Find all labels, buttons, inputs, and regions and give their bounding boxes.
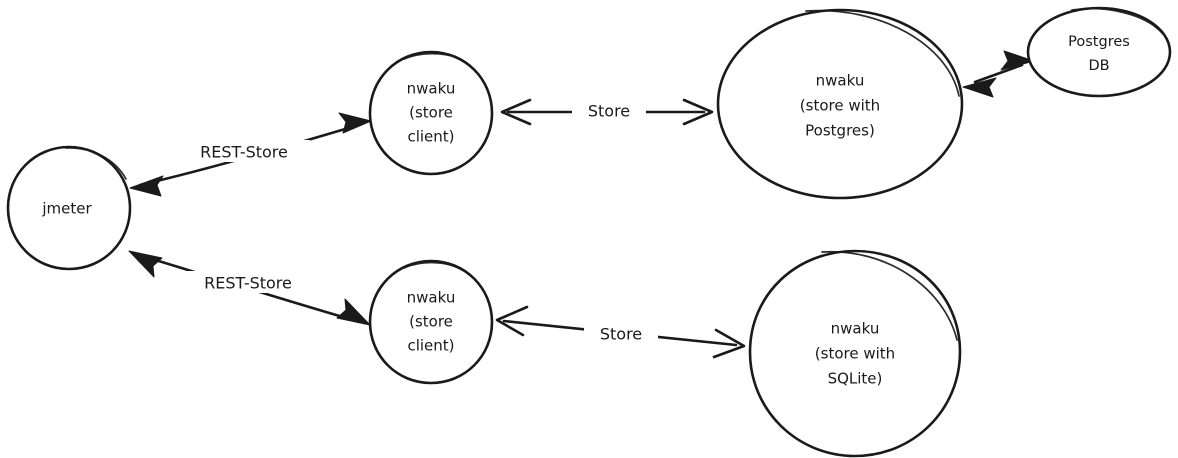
node-shape-overdraw <box>403 261 463 271</box>
arrow-head-end <box>338 112 372 134</box>
node-label-line2: (store with <box>815 345 895 363</box>
node-store-client-bottom[interactable]: nwaku (store client) <box>368 259 494 385</box>
edge-line <box>973 63 1024 84</box>
node-label-line2: (store with <box>800 97 880 115</box>
node-store-client-top[interactable]: nwaku (store client) <box>368 50 494 176</box>
arrow-head-end <box>712 328 746 359</box>
node-label-line1: nwaku <box>831 320 880 338</box>
edge-jmeter-to-store-client-bottom: REST-Store <box>128 250 371 326</box>
node-jmeter[interactable]: jmeter <box>6 145 132 271</box>
arrow-head-start <box>129 175 164 197</box>
arrow-head-end <box>336 298 371 326</box>
node-nwaku-postgres[interactable]: nwaku (store with Postgres) <box>716 8 964 200</box>
edge-store-client-bottom-to-nwaku-sqlite: Store <box>495 305 746 359</box>
edge-nwaku-postgres-to-postgres-db <box>962 50 1035 98</box>
node-shape-circle <box>748 249 962 458</box>
node-postgres-db[interactable]: Postgres DB <box>1026 6 1172 98</box>
arrow-head-start <box>500 98 532 126</box>
node-shape-overdraw <box>821 250 958 341</box>
edge-store-client-top-to-nwaku-postgres: Store <box>500 98 714 126</box>
node-label-line1: nwaku <box>816 72 865 90</box>
edge-label-backdrop <box>572 101 646 123</box>
node-shape-overdraw <box>403 52 459 60</box>
node-label-line3: client) <box>407 337 454 355</box>
node-label-jmeter: jmeter <box>41 200 92 218</box>
arrow-head-start <box>128 250 163 278</box>
node-label-line3: SQLite) <box>828 370 883 388</box>
node-label-line3: Postgres) <box>805 122 875 140</box>
node-nwaku-sqlite[interactable]: nwaku (store with SQLite) <box>748 249 962 458</box>
edge-label-rest-store-top: REST-Store <box>200 143 288 162</box>
edge-jmeter-to-store-client-top: REST-Store <box>129 112 372 197</box>
arrow-head-end <box>1000 50 1035 71</box>
node-shape-ellipse <box>1026 6 1172 98</box>
node-shape-overdraw <box>1071 7 1164 35</box>
edge-label-backdrop <box>182 271 314 293</box>
node-shape-overdraw <box>805 9 960 97</box>
edge-label-rest-store-bottom: REST-Store <box>204 274 292 293</box>
node-label-line2: DB <box>1088 58 1109 74</box>
node-shape-overdraw <box>65 147 127 180</box>
node-label-line2: (store <box>409 104 453 122</box>
node-shape-ellipse <box>716 8 964 200</box>
edge-label-backdrop <box>584 324 658 346</box>
node-label-line1: nwaku <box>407 289 456 307</box>
arrow-head-start <box>962 77 997 98</box>
node-shape-circle <box>368 50 494 176</box>
arrow-head-start <box>495 305 529 337</box>
edge-label-store-bottom: Store <box>600 325 642 344</box>
node-label-line2: (store <box>409 313 453 331</box>
node-label-line1: Postgres <box>1068 34 1130 50</box>
node-label-line1: nwaku <box>407 80 456 98</box>
node-label-line3: client) <box>407 128 454 146</box>
edge-label-store-top: Store <box>588 102 630 121</box>
edge-label-backdrop <box>178 140 310 162</box>
arrow-head-end <box>682 98 714 126</box>
